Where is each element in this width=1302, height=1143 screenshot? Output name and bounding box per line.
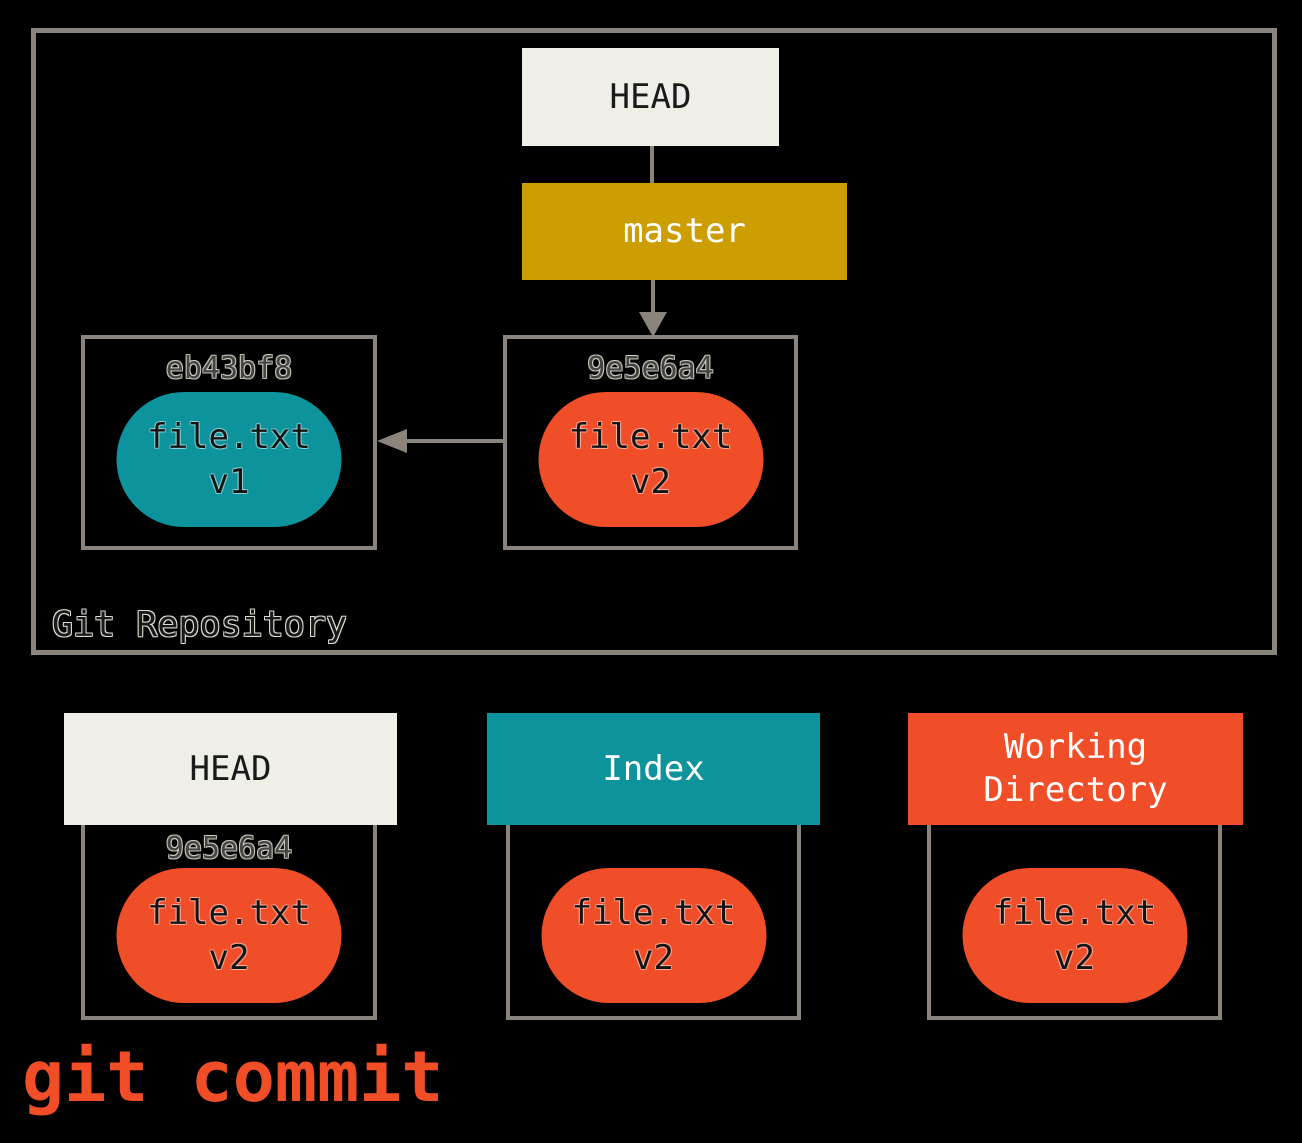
file-blob-v1-oval: file.txt v1	[116, 392, 342, 527]
head-area-header: HEAD	[64, 713, 397, 825]
master-branch-box: master	[522, 183, 847, 280]
index-area-file-oval: file.txt v2	[541, 868, 766, 1003]
index-area-header: Index	[487, 713, 820, 825]
head-area-hash-label: 9e5e6a4	[165, 831, 293, 866]
working-directory-box: file.txt v2	[927, 823, 1222, 1020]
file-name-label: file.txt	[992, 892, 1157, 933]
commit-parent-arrow-line	[404, 439, 503, 443]
file-version-label: v2	[208, 937, 250, 978]
index-area-title: Index	[602, 748, 705, 789]
commit-box-9e5e6a4: 9e5e6a4 file.txt v2	[503, 335, 798, 550]
working-directory-file-oval: file.txt v2	[962, 868, 1187, 1003]
commit-hash-label: eb43bf8	[165, 351, 293, 386]
git-repository-label: Git Repository	[52, 605, 348, 645]
head-area-title: HEAD	[189, 748, 272, 789]
working-directory-header: Working Directory	[908, 713, 1243, 825]
file-name-label: file.txt	[568, 416, 733, 457]
head-area-file-oval: file.txt v2	[116, 868, 342, 1003]
git-repository-box: Git Repository	[31, 28, 1277, 655]
file-version-label: v2	[630, 461, 671, 502]
head-pointer-label: HEAD	[609, 76, 692, 117]
file-version-label: v2	[1054, 937, 1095, 978]
master-to-commit-arrowhead-icon	[639, 312, 667, 337]
master-branch-label: master	[623, 211, 746, 251]
file-version-label: v1	[208, 461, 250, 502]
file-version-label: v2	[633, 937, 674, 978]
file-name-label: file.txt	[147, 892, 311, 933]
file-blob-v2-oval: file.txt v2	[538, 392, 763, 527]
head-pointer-box: HEAD	[522, 48, 779, 146]
index-area-box: file.txt v2	[506, 823, 801, 1020]
commit-box-eb43bf8: eb43bf8 file.txt v1	[81, 335, 377, 550]
file-name-label: file.txt	[571, 892, 736, 933]
working-directory-title: Working Directory	[983, 727, 1168, 810]
head-to-master-connector	[650, 146, 654, 183]
git-commit-caption: git commit	[22, 1036, 444, 1118]
file-name-label: file.txt	[147, 416, 311, 457]
commit-hash-label: 9e5e6a4	[587, 351, 714, 386]
master-to-commit-arrow-line	[651, 280, 655, 314]
head-area-box: 9e5e6a4 file.txt v2	[81, 823, 377, 1020]
commit-parent-arrowhead-icon	[377, 429, 407, 453]
